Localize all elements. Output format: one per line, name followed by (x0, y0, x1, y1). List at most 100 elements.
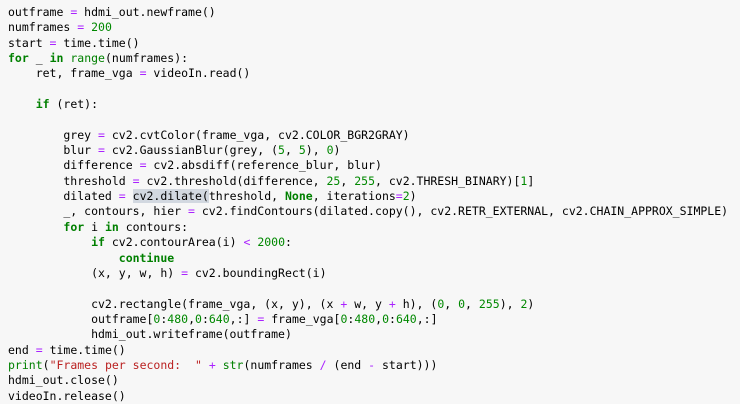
code-token: = (139, 66, 147, 81)
code-token: end (8, 342, 36, 357)
code-token: time.time() (56, 35, 140, 50)
code-token: : (285, 235, 292, 250)
code-line: for i in contours: (8, 220, 736, 235)
code-token: 255 (354, 173, 375, 188)
code-token: in (49, 51, 64, 66)
code-token: range (70, 51, 105, 66)
code-token: , cv2.THRESH_BINARY)[ (375, 173, 521, 188)
code-token: : (201, 311, 209, 326)
code-token: time.time() (42, 342, 126, 357)
code-token: videoIn.read() (146, 66, 251, 81)
code-token: cv2.absdiff(reference_blur, blur) (146, 158, 382, 173)
code-token: hdmi_out.newframe() (77, 5, 216, 19)
code-token: threshold (8, 173, 133, 188)
code-line: dilated = cv2.dilate(threshold, None, it… (8, 189, 736, 204)
code-line: blur = cv2.GaussianBlur(grey, (5, 5), 0) (8, 143, 736, 158)
code-token: cv2.threshold(difference, (139, 173, 327, 188)
code-token: _ (28, 51, 50, 66)
code-token: h), ( (395, 296, 438, 311)
code-token: 25 (326, 173, 341, 188)
code-token: i (84, 219, 105, 234)
code-token: numframes (8, 20, 78, 35)
code-token: ), (305, 143, 327, 158)
code-line: cv2.rectangle(frame_vga, (x, y), (x + w,… (8, 297, 736, 312)
code-token: _, contours, hier (8, 204, 189, 219)
code-line: _, contours, hier = cv2.findContours(dil… (8, 204, 736, 219)
code-token: 0 (326, 143, 334, 158)
code-token: , (465, 296, 479, 311)
code-token: outframe[ (8, 311, 154, 326)
code-token: / (319, 357, 327, 372)
code-line: numframes = 200 (8, 20, 736, 35)
code-token (202, 358, 209, 372)
code-token: 255 (478, 296, 500, 311)
code-token: 0 (437, 296, 445, 311)
code-line (8, 281, 736, 296)
code-token: = (49, 35, 57, 50)
code-token: hdmi_out.writeframe(outframe) (8, 327, 292, 342)
code-token: ), (499, 296, 521, 311)
code-line: difference = cv2.absdiff(reference_blur,… (8, 158, 736, 173)
code-token: w, y (347, 296, 389, 311)
code-token: = (118, 189, 126, 204)
code-token: ) (333, 143, 341, 158)
code-line: threshold = cv2.threshold(difference, 25… (8, 174, 736, 189)
code-token: (numframes (243, 357, 320, 372)
code-token: "Frames per second: " (49, 357, 202, 372)
code-token: videoIn.release() (8, 388, 126, 403)
code-token: ( (42, 357, 50, 372)
code-token: , (375, 311, 383, 326)
code-token: (numframes): (104, 51, 189, 66)
code-token: 640 (208, 311, 230, 326)
code-token: , (444, 296, 459, 311)
code-token: = (257, 311, 265, 326)
code-token: cv2.findContours(dilated.copy(), cv2.RET… (194, 204, 729, 219)
code-line: hdmi_out.writeframe(outframe) (8, 327, 736, 342)
code-token: , (188, 311, 195, 326)
code-token: threshold, (208, 189, 285, 204)
code-line: if (ret): (8, 97, 736, 112)
code-token: : (347, 311, 355, 326)
code-token: 5 (298, 143, 306, 158)
code-token: ) (527, 296, 535, 311)
code-token (8, 220, 63, 234)
code-token: 480 (167, 311, 189, 326)
code-token: 0 (382, 311, 389, 326)
code-token: cv2.GaussianBlur(grey, ( (104, 143, 279, 158)
code-token: contours: (118, 219, 189, 234)
code-token: if (35, 97, 50, 112)
code-token: 2 (402, 189, 410, 204)
code-line (8, 82, 736, 97)
code-token: 5 (278, 143, 285, 158)
code-token: : (389, 311, 396, 326)
code-token (216, 358, 223, 372)
code-token: , (340, 173, 355, 188)
code-token: = (77, 20, 85, 35)
code-token: 0 (458, 296, 466, 311)
code-token: cv2.boundingRect(i) (188, 265, 327, 280)
code-line: ret, frame_vga = videoIn.read() (8, 66, 736, 81)
code-token: 2 (520, 296, 528, 311)
code-token: ,:] (229, 311, 258, 326)
code-line: continue (8, 251, 736, 266)
code-token: = (181, 265, 189, 280)
code-token: = (139, 158, 147, 173)
code-token: 0 (153, 311, 161, 326)
code-token: ,:] (416, 311, 438, 326)
code-token: 2000 (257, 235, 286, 250)
code-token: 0 (340, 311, 348, 326)
code-token: = (98, 127, 105, 142)
code-line: start = time.time() (8, 36, 736, 51)
code-token: + (388, 296, 396, 311)
code-token: = (132, 173, 140, 188)
code-token: = (70, 5, 78, 19)
code-token: + (208, 357, 216, 372)
code-token: = (35, 342, 43, 357)
code-line: hdmi_out.close() (8, 373, 736, 388)
code-line: print("Frames per second: " + str(numfra… (8, 358, 736, 373)
code-token: < (243, 235, 251, 250)
code-token: blur (8, 143, 99, 158)
code-token: cv2.cvtColor(frame_vga, cv2.COLOR_BGR2GR… (104, 127, 410, 142)
code-token: cv2.dilate( (132, 189, 209, 204)
